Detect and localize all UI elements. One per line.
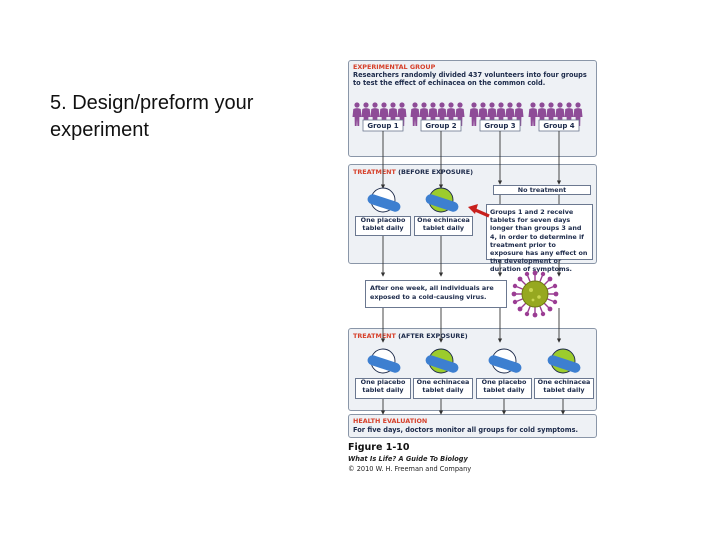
slide-title: 5. Design/preform your experiment	[50, 92, 254, 141]
before-exposure-note: Groups 1 and 2 receive tablets for seven…	[486, 204, 593, 273]
no-treatment-box: No treatment	[493, 185, 591, 195]
placebo-before-box: One placebo tablet daily	[355, 216, 411, 236]
treatment-before-heading: TREATMENT (BEFORE EXPOSURE)	[353, 168, 473, 176]
group-label-3-text: Group 3	[484, 122, 515, 130]
virus-icon	[511, 270, 559, 318]
health-evaluation-panel	[348, 414, 597, 438]
group-label-1-text: Group 1	[367, 122, 398, 130]
after-box-group-2: One echinacea tablet daily	[413, 378, 473, 399]
group-label-4: Group 4	[538, 119, 580, 132]
treatment-after-subtitle: (AFTER EXPOSURE)	[398, 332, 468, 340]
echinacea-pill-icon	[425, 348, 459, 374]
after-box-group-3: One placebo tablet daily	[476, 378, 532, 399]
placebo-pill-icon	[488, 348, 522, 374]
figure-graphics: Group 1 Group 2 Group 3 Group 4	[352, 102, 583, 415]
treatment-before-subtitle: (BEFORE EXPOSURE)	[398, 168, 473, 176]
figure-source-book: What Is Life? A Guide To Biology	[348, 455, 468, 463]
placebo-pill-icon	[367, 187, 401, 213]
group-label-3: Group 3	[479, 119, 521, 132]
group-label-2: Group 2	[420, 119, 462, 132]
health-evaluation-text: For five days, doctors monitor all group…	[353, 426, 579, 434]
treatment-before-title: TREATMENT	[353, 168, 396, 176]
experimental-group-text: Researchers randomly divided 437 volunte…	[353, 71, 587, 88]
figure-number: Figure 1-10	[348, 442, 410, 453]
group-label-2-text: Group 2	[425, 122, 456, 130]
figure-copyright: © 2010 W. H. Freeman and Company	[348, 465, 472, 473]
red-arrow-icon	[468, 204, 490, 218]
exposure-box: After one week, all individuals are expo…	[365, 280, 507, 308]
flow-arrows	[380, 131, 566, 415]
after-box-group-1: One placebo tablet daily	[355, 378, 411, 399]
health-evaluation-heading: HEALTH EVALUATION	[353, 417, 428, 425]
experiment-figure: EXPERIMENTAL GROUP Researchers randomly …	[345, 58, 600, 483]
group-label-1: Group 1	[362, 119, 404, 132]
echinacea-pill-icon	[547, 348, 581, 374]
after-box-group-4: One echinacea tablet daily	[534, 378, 594, 399]
group-label-4-text: Group 4	[543, 122, 574, 130]
treatment-after-title: TREATMENT	[353, 332, 396, 340]
placebo-pill-icon	[367, 348, 401, 374]
echinacea-before-box: One echinacea tablet daily	[414, 216, 473, 236]
experimental-group-heading: EXPERIMENTAL GROUP	[353, 63, 436, 71]
echinacea-pill-icon	[425, 187, 459, 213]
treatment-after-heading: TREATMENT (AFTER EXPOSURE)	[353, 332, 468, 340]
